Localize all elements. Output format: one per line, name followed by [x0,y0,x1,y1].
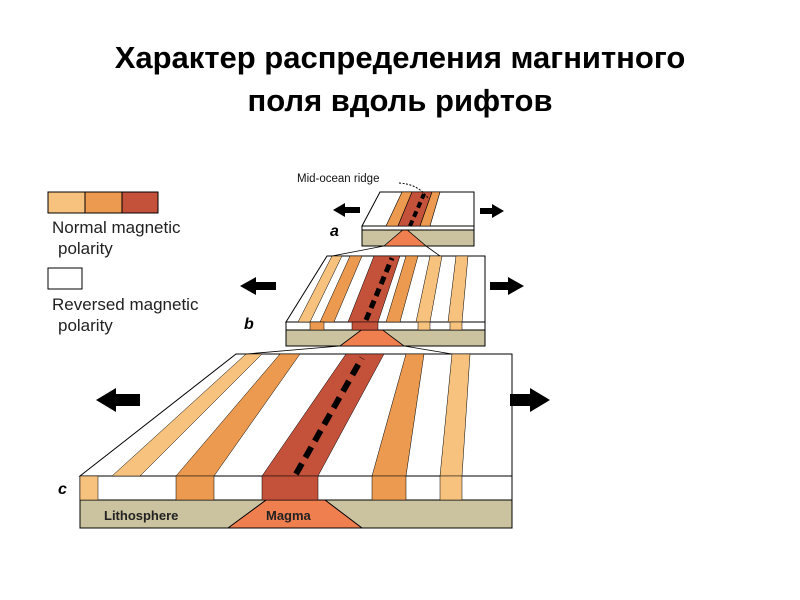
magma-label: Magma [266,508,312,523]
block-c-front-stripe-1 [79,475,99,501]
block-c-left-arrow-icon [96,388,140,412]
legend-normal-label-2: polarity [58,239,113,258]
stage-b-label: b [244,316,254,333]
legend-reversed-label-1: Reversed magnetic [52,295,199,314]
block-a-left-arrow-icon [333,203,360,217]
lithosphere-label: Lithosphere [104,508,178,523]
block-a-magma [382,227,428,247]
legend: Normal magnetic polarity Reversed magnet… [47,191,199,335]
block-b-magma [338,321,406,347]
legend-swatch-dark [121,191,159,214]
block-c-right-arrow-icon [510,388,550,412]
block-c-stripe-light-1 [111,353,263,477]
block-a-stripe-orange-right [419,191,441,227]
block-c-magma [226,477,364,529]
block-c-front-stripe-4 [371,475,407,501]
block-b-stripe-orange-1 [319,255,363,323]
block-c-front-stripe-2 [175,475,215,501]
block-a-ridge-axis [408,193,426,227]
block-b-ridge-axis [363,257,395,321]
legend-swatch-reversed [47,267,83,290]
legend-swatch-light [47,191,86,214]
block-c-front-stripe-3 [261,475,319,501]
ridge-label: Mid-ocean ridge [297,173,379,185]
block-b: b [240,245,524,347]
block-b-stripe-light-1 [297,255,343,323]
block-b-right-arrow-icon [490,277,524,295]
legend-swatch-medium [84,191,123,214]
connector-a-b-left [331,245,385,257]
stage-c-label: c [58,481,67,498]
block-a-right-arrow-icon [480,204,504,218]
stage-a-label: a [330,223,339,240]
connector-b-c-left [245,345,341,355]
legend-normal-label-1: Normal magnetic [52,218,181,237]
block-c-ridge-axis [293,356,365,476]
connector-a-b-right [425,245,441,257]
block-b-front-stripe-4 [449,321,463,331]
block-b-stripe-orange-2 [385,255,419,323]
slide-title-line-1: Характер распределения магнитного [114,40,686,75]
connector-b-c-right [403,345,453,355]
block-b-front-stripe-2 [351,321,379,331]
block-b-front-stripe-3 [417,321,431,331]
block-b-left-arrow-icon [240,277,276,295]
slide-title-line-2: поля вдоль рифтов [247,83,553,118]
block-c-front-stripe-5 [439,475,463,501]
slide-title: Характер распределения магнитного поля в… [0,36,800,122]
block-c: Lithosphere Magma c [58,345,550,529]
legend-reversed-label-2: polarity [58,316,113,335]
block-a-crust-front [361,225,475,231]
block-b-front-stripe-1 [309,321,325,331]
block-a: Mid-ocean ridge a [297,173,504,247]
